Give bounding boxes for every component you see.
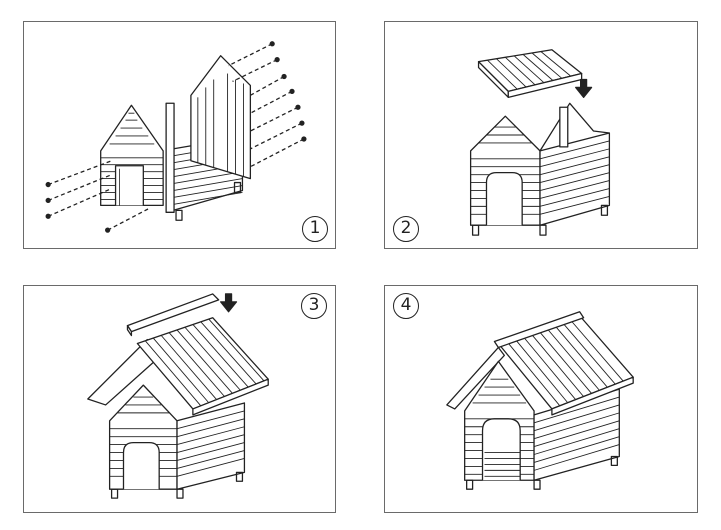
step-number-badge-3: 3 — [301, 293, 327, 319]
step-number-badge-1: 1 — [302, 216, 328, 242]
step-panel-2: 2 — [384, 21, 698, 249]
dog-house-frame-nails-icon — [45, 41, 307, 233]
step-panel-1: 1 — [23, 21, 336, 249]
step-panel-3: 3 — [23, 285, 336, 513]
step-panel-4: 4 — [384, 285, 698, 513]
dog-house-complete-icon — [446, 311, 634, 490]
dog-house-ridge-cap-icon — [87, 293, 269, 499]
step-number-badge-4: 4 — [393, 293, 419, 319]
dog-house-roof-panel-icon — [469, 49, 611, 236]
step-number-badge-2: 2 — [393, 216, 419, 242]
